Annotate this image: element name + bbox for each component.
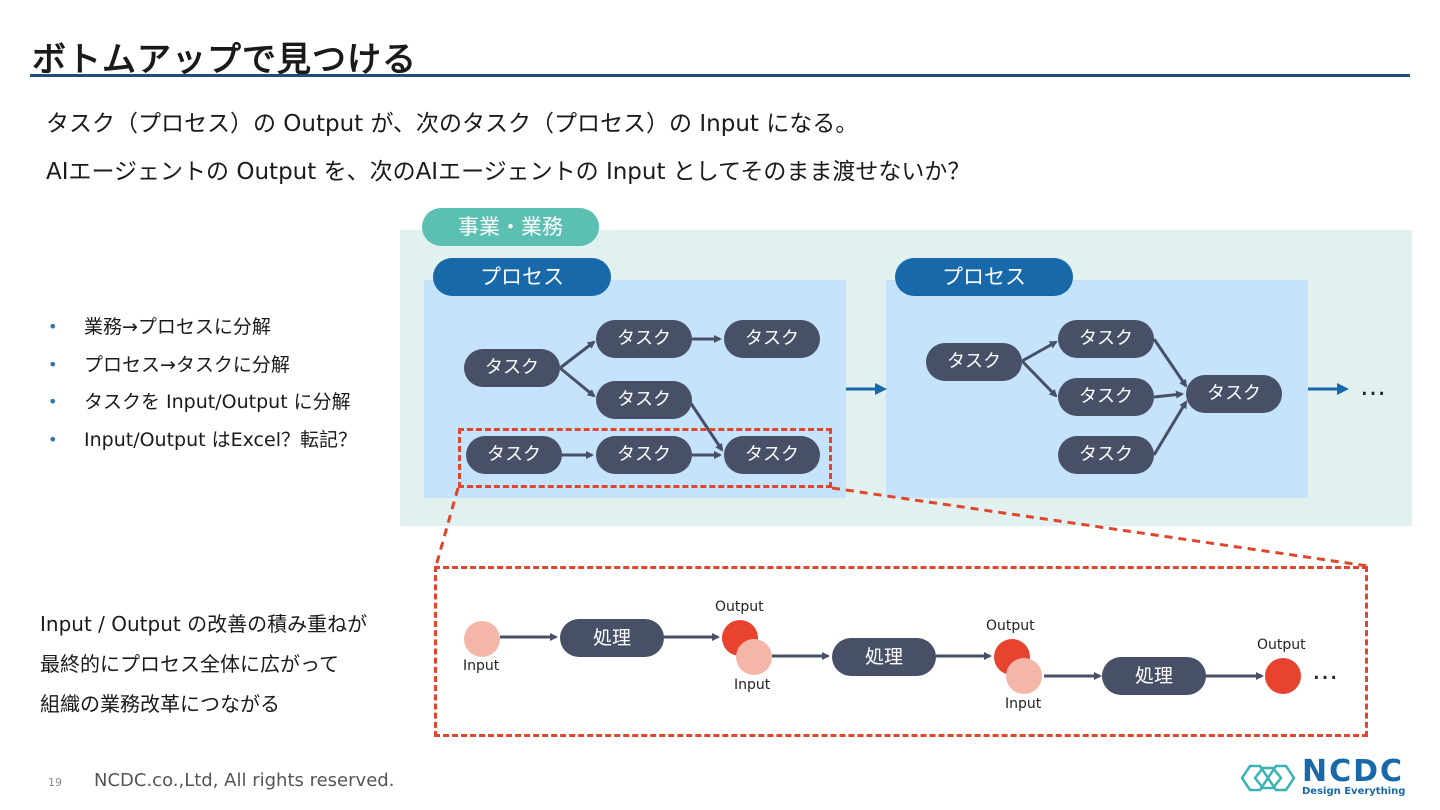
zoom-line-left (434, 487, 460, 567)
lead-text-2: AIエージェントの Output を、次のAIエージェントの Input として… (46, 159, 971, 185)
conclusion-line-2: 最終的にプロセス全体に広がって (40, 652, 339, 676)
task-node: タスク (596, 320, 692, 358)
zoom-line-right (831, 486, 1369, 568)
connector-arrow (1020, 359, 1058, 398)
process-label-2: プロセス (895, 258, 1073, 296)
bullet-item: • タスクを Input/Output に分解 (48, 387, 357, 425)
bullet-text: 業務→プロセスに分解 (84, 316, 271, 338)
connector-arrow (559, 366, 596, 398)
bullet-text: プロセス→タスクに分解 (84, 353, 290, 376)
task-node: タスク (724, 436, 820, 474)
input-circle (464, 621, 500, 657)
bullet-list: • 業務→プロセスに分解 • プロセス→タスクに分解 • タスクを Input/Out… (48, 312, 357, 462)
continuation-ellipsis: … (1312, 656, 1340, 686)
task-node: タスク (466, 436, 562, 474)
connector-arrow (559, 340, 596, 370)
highlight-box (458, 428, 832, 488)
title-underline (30, 74, 1410, 77)
bullet-text: タスクを Input/Output に分解 (84, 391, 351, 413)
task-node: タスク (596, 381, 692, 419)
task-node: タスク (1058, 320, 1154, 358)
bullet-text: Input/Output はExcel？転記？ (84, 428, 357, 451)
process-step-node: 処理 (560, 619, 664, 657)
bullet-item: • プロセス→タスクに分解 (48, 350, 357, 388)
task-node: タスク (596, 436, 692, 474)
input-label: Input (1005, 696, 1042, 712)
page-number: 19 (48, 776, 62, 789)
bullet-item: • 業務→プロセスに分解 (48, 312, 357, 350)
logo-tagline: Design Everything (1302, 786, 1406, 797)
bullet-dot-icon: • (48, 392, 58, 411)
process-step-node: 処理 (1102, 657, 1206, 695)
lead-text-1: タスク（プロセス）の Output が、次のタスク（プロセス）の Input に… (46, 111, 859, 137)
connector-arrow (1153, 390, 1184, 399)
task-node: タスク (1058, 378, 1154, 416)
input-circle (736, 639, 772, 675)
bullet-item: • Input/Output はExcel？転記？ (48, 425, 357, 463)
bullet-dot-icon: • (48, 317, 58, 336)
task-node: タスク (1058, 436, 1154, 474)
conclusion-line-3: 組織の業務改革につながる (40, 692, 280, 716)
continuation-ellipsis: … (1360, 372, 1388, 402)
connector-arrow (1152, 338, 1188, 388)
connector-arrow (1152, 400, 1188, 456)
output-label: Output (715, 599, 764, 615)
conclusion-line-1: Input / Output の改善の積み重ねが (40, 612, 368, 636)
input-circle (1006, 658, 1042, 694)
copyright-text: NCDC.co.,Ltd, All rights reserved. (94, 770, 395, 791)
connector-arrow (1021, 340, 1058, 363)
process-label-1: プロセス (433, 258, 611, 296)
task-node: タスク (724, 320, 820, 358)
input-label: Input (463, 658, 500, 674)
slide-title: ボトムアップで見つける (32, 40, 417, 80)
input-label: Input (734, 677, 771, 693)
task-node: タスク (464, 349, 560, 387)
process-step-node: 処理 (832, 638, 936, 676)
business-label: 事業・業務 (422, 208, 599, 246)
output-label: Output (1257, 637, 1306, 653)
connector-arrow (688, 401, 724, 452)
zoom-detail-frame (434, 566, 1368, 737)
logo-wordmark: NCDC (1302, 754, 1405, 789)
ncdc-logo-icon (1240, 764, 1296, 792)
output-circle (1265, 658, 1301, 694)
bullet-dot-icon: • (48, 354, 58, 374)
bullet-dot-icon: • (48, 429, 58, 449)
task-node: タスク (1186, 375, 1282, 413)
output-label: Output (986, 618, 1035, 634)
task-node: タスク (926, 343, 1022, 381)
